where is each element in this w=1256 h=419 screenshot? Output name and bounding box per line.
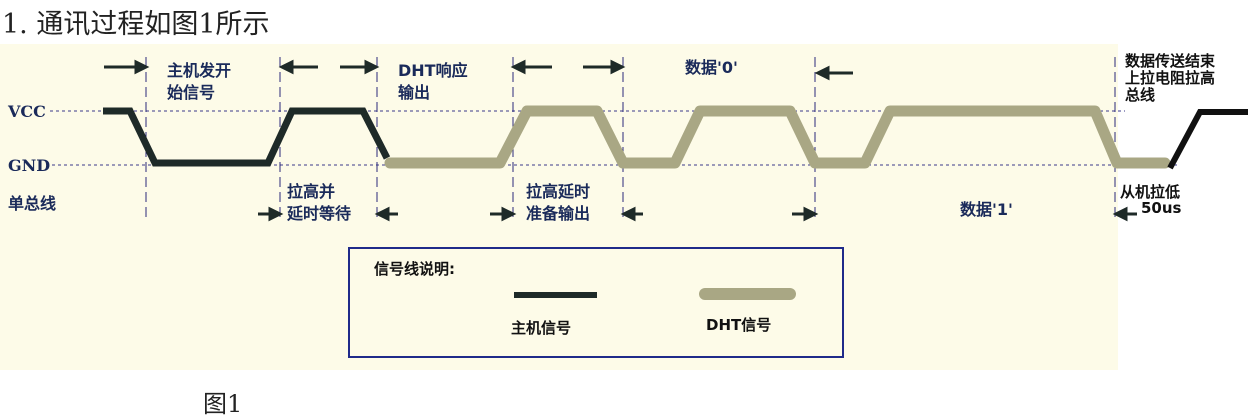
dht-response-label: 输出 — [398, 83, 430, 102]
host-start-label: 主机发开 — [167, 61, 231, 80]
end-label: 上拉电阻拉高 — [1125, 69, 1215, 87]
data-0-label: 数据'0' — [685, 58, 738, 77]
arrow-markers — [104, 59, 1137, 222]
figure-caption: 图1 — [203, 390, 243, 418]
end-label: 总线 — [1125, 86, 1155, 104]
slave-low-label: 从机拉低 — [1120, 183, 1180, 201]
host-signal-end — [1167, 109, 1248, 170]
legend-host-label: 主机信号 — [511, 319, 571, 337]
end-label: 数据传送结束 — [1125, 52, 1216, 70]
bus-label: 单总线 — [8, 194, 56, 213]
host-signal — [103, 107, 391, 167]
pullup-ready-label: 准备输出 — [526, 204, 590, 223]
pullup-wait-label: 拉高并 — [287, 182, 335, 201]
data-1-label: 数据'1' — [960, 200, 1013, 219]
gnd-label: GND — [8, 156, 50, 175]
vcc-label: VCC — [7, 102, 46, 121]
dht-response-label: DHT响应 — [398, 61, 468, 80]
host-start-label: 始信号 — [167, 83, 215, 102]
pullup-ready-label: 拉高延时 — [526, 182, 590, 201]
legend-box — [348, 247, 844, 358]
pullup-wait-label: 延时等待 — [286, 204, 351, 223]
section-heading: 1. 通讯过程如图1所示 — [2, 9, 270, 40]
slave-low-duration: 50us — [1141, 199, 1182, 217]
legend-dht-label: DHT信号 — [706, 316, 771, 334]
dht-signal — [384, 105, 1171, 169]
legend-title: 信号线说明: — [374, 260, 455, 278]
